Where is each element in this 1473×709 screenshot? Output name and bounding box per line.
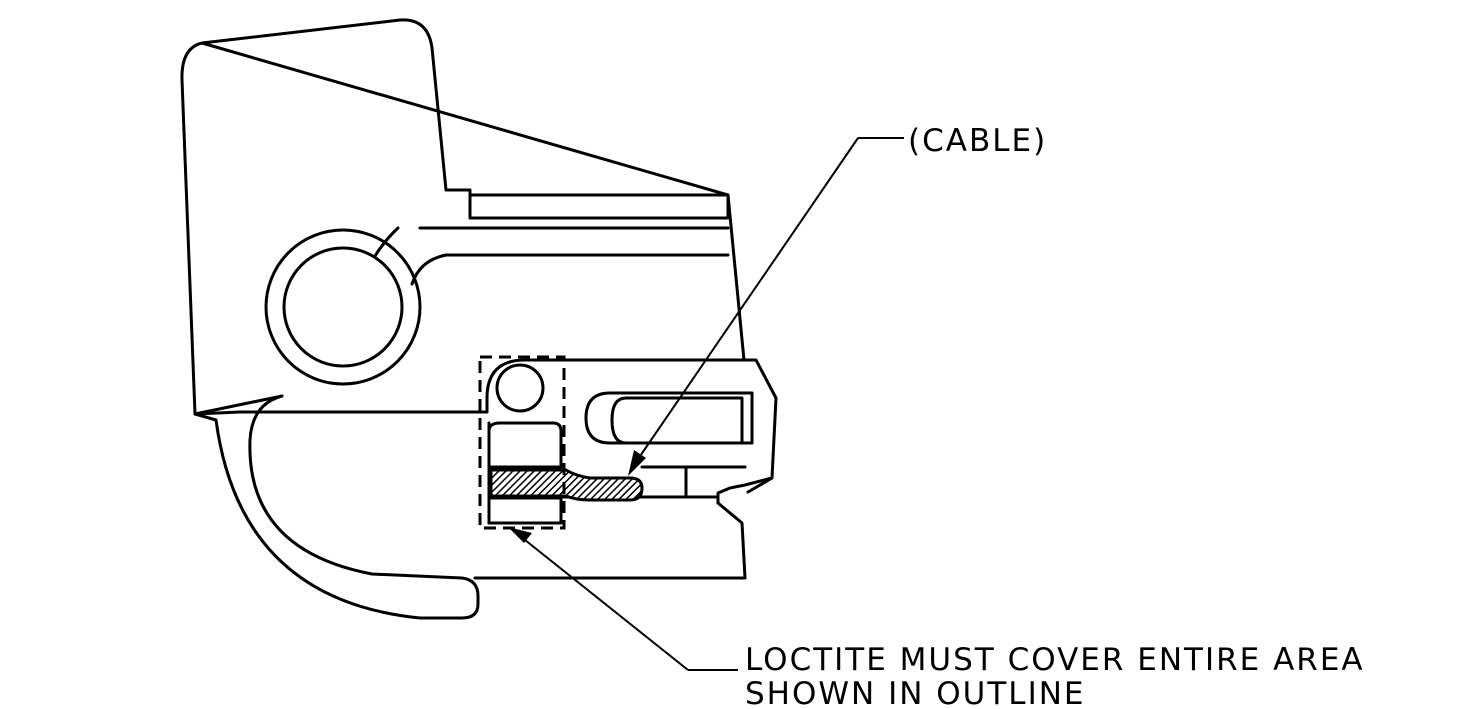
cable-arrowhead bbox=[628, 450, 646, 476]
loctite-outline bbox=[478, 355, 566, 530]
loctite-leader-diagonal bbox=[519, 535, 689, 671]
cable-channel bbox=[373, 226, 730, 286]
note-line-2: SHOWN IN OUTLINE bbox=[745, 676, 1086, 709]
slot-inner bbox=[610, 396, 744, 445]
nose-outline bbox=[473, 358, 778, 580]
loctite-arrowhead bbox=[508, 527, 532, 543]
body-outline bbox=[180, 18, 746, 416]
note-line-1: LOCTITE MUST COVER ENTIRE AREA bbox=[745, 642, 1365, 678]
cable-leader-diagonal bbox=[635, 137, 859, 463]
pin-circle bbox=[495, 363, 545, 413]
ring-outer bbox=[264, 228, 422, 386]
cable-label: (CABLE) bbox=[908, 123, 1047, 159]
retainer-block bbox=[487, 421, 563, 469]
retainer-lower bbox=[487, 496, 563, 525]
slot-outer bbox=[584, 391, 754, 445]
cable-end bbox=[489, 468, 644, 502]
ring-inner bbox=[282, 246, 404, 368]
lower-hook bbox=[193, 394, 480, 620]
